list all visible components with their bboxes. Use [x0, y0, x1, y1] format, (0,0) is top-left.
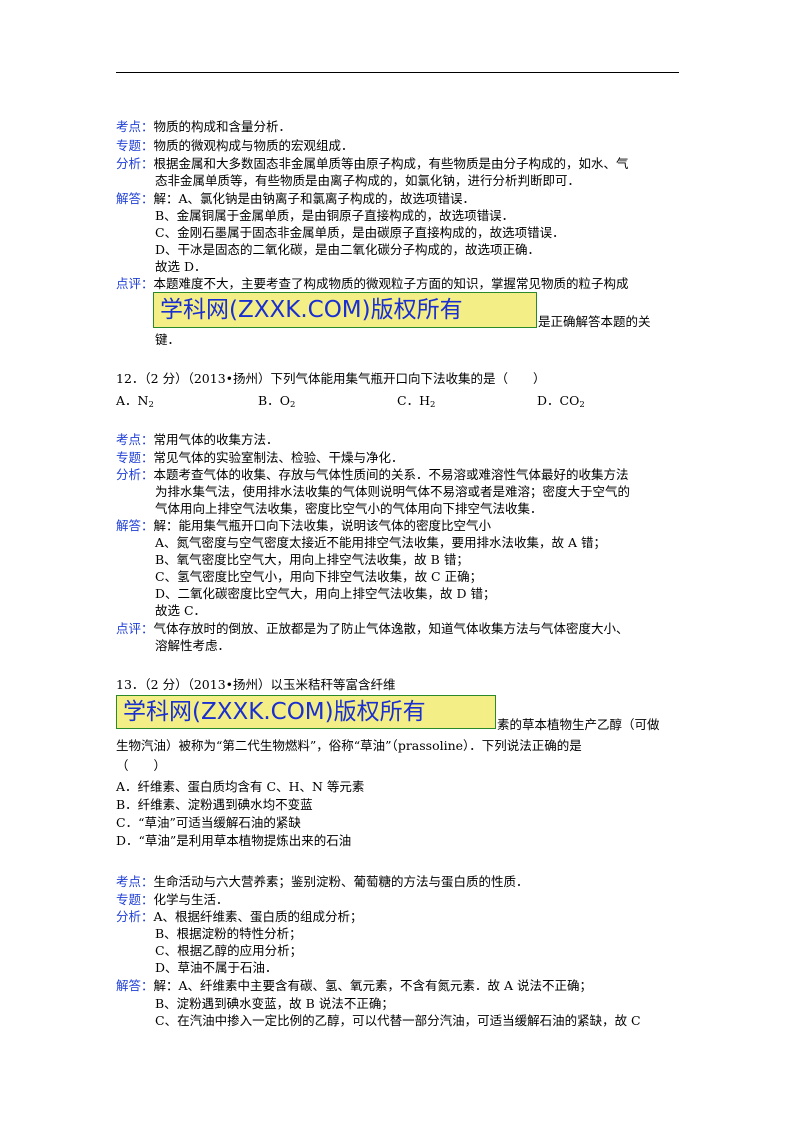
q13-jieda-line: 解答：解：A、纤维素中主要含有碳、氢、氧元素，不含有氮元素．故 A 说法不正确； — [116, 978, 593, 993]
q11-jieda-line: D、干冰是固态的二氧化碳，是由二氧化碳分子构成的，故选项正确． — [155, 242, 541, 257]
q13-stem-line: 13．（2 分）（2013•扬州）以玉米秸秆等富含纤维 — [116, 677, 396, 692]
q13-fenxi-line: 分析：A、根据纤维素、蛋白质的组成分析； — [116, 909, 363, 924]
q12-option-d: D．CO2 — [537, 393, 585, 410]
q12-dianping-line: 溶解性考虑． — [155, 638, 231, 653]
q11-jieda-line: C、金刚石墨属于固态非金属单质，是由碳原子直接构成的，故选项错误． — [155, 225, 565, 240]
q12-stem: 12．（2 分）（2013•扬州）下列气体能用集气瓶开口向下法收集的是（ ） — [116, 371, 546, 386]
q12-fenxi-line: 气体用向上排空气法收集，密度比空气小的气体用向下排空气法收集． — [155, 501, 543, 516]
q12-jieda-line: 解答：解：能用集气瓶开口向下法收集，说明该气体的密度比空气小 — [116, 518, 492, 533]
q13-option-d: D．“草油”是利用草本植物提炼出来的石油 — [116, 833, 352, 848]
q13-option-b: B．纤维素、淀粉遇到碘水均不变蓝 — [116, 797, 313, 812]
q13-option-a: A．纤维素、蛋白质均含有 C、H、N 等元素 — [116, 779, 365, 794]
q13-fenxi-line: B、根据淀粉的特性分析； — [155, 926, 302, 941]
q12-zhuanti-line: 专题：常见气体的实验室制法、检验、干燥与净化． — [116, 450, 404, 465]
q13-fenxi-line: D、草油不属于石油． — [155, 960, 278, 975]
watermark-banner: 学科网(ZXXK.COM)版权所有 — [153, 292, 537, 328]
q11-jieda-line: 解答：解：A、氯化钠是由钠离子和氯离子构成的，故选项错误． — [116, 191, 476, 206]
q13-jieda-line: B、淀粉遇到碘水变蓝，故 B 说法不正确； — [155, 996, 394, 1011]
q12-option-b: B．O2 — [258, 393, 296, 410]
q12-jieda-line: A、氮气密度与空气密度太接近不能用排空气法收集，要用排水法收集，故 A 错； — [155, 535, 607, 550]
q11-fenxi-line: 态非金属单质等，有些物质是由离子构成的，如氯化钠，进行分析判断即可． — [155, 173, 581, 188]
q13-jieda-line: C、在汽油中掺入一定比例的乙醇，可以代替一部分汽油，可适当缓解石油的紧缺，故 C — [155, 1013, 641, 1028]
q12-dianping-line: 点评：气体存放时的倒放、正放都是为了防止气体逸散，知道气体收集方法与气体密度大小… — [116, 621, 629, 636]
q11-dianping-line: 键． — [155, 332, 181, 347]
label-fenxi: 分析： — [116, 156, 154, 171]
q13-stem-line: 生物汽油）被称为“第二代生物燃料”，俗称“草油”（prassoline）．下列说… — [116, 738, 582, 753]
q13-stem-line: 素的草本植物生产乙醇（可做 — [497, 717, 660, 732]
label-zhuanti: 专题： — [116, 138, 154, 153]
q13-fenxi-line: C、根据乙醇的应用分析； — [155, 943, 303, 958]
q12-fenxi-line: 分析：本题考查气体的收集、存放与气体性质间的关系．不易溶或难溶性气体最好的收集方… — [116, 467, 629, 482]
q13-kaodian-line: 考点：生命活动与六大营养素；鉴别淀粉、葡萄糖的方法与蛋白质的性质． — [116, 874, 529, 889]
q11-jieda-line: B、金属铜属于金属单质，是由铜原子直接构成的，故选项错误． — [155, 208, 515, 223]
q12-jieda-line: B、氧气密度比空气大，用向上排空气法收集，故 B 错； — [155, 552, 469, 567]
label-dianping: 点评： — [116, 276, 154, 291]
q11-zhuanti-line: 专题：物质的微观构成与物质的宏观组成． — [116, 138, 354, 153]
q12-option-a: A．N2 — [116, 393, 154, 410]
q12-jieda-line: C、氢气密度比空气小，用向下排空气法收集，故 C 正确； — [155, 569, 483, 584]
label-jieda: 解答： — [116, 191, 154, 206]
q11-jieda-line: 故选 D． — [155, 259, 207, 274]
q11-dianping-line: 是正确解答本题的关 — [538, 314, 651, 329]
q12-kaodian-line: 考点：常用气体的收集方法． — [116, 432, 279, 447]
q12-jieda-line: D、二氧化碳密度比空气大，用向上排空气法收集，故 D 错； — [155, 586, 496, 601]
q11-dianping-line: 点评：本题难度不大，主要考查了构成物质的微观粒子方面的知识，掌握常见物质的粒子构… — [116, 276, 629, 291]
q13-option-c: C．“草油”可适当缓解石油的紧缺 — [116, 815, 301, 830]
q13-stem-line: （ ） — [116, 758, 167, 773]
q11-fenxi-line: 分析：根据金属和大多数固态非金属单质等由原子构成，有些物质是由分子构成的，如水、… — [116, 156, 629, 171]
top-rule — [116, 72, 679, 73]
q12-fenxi-line: 为排水集气法，使用排水法收集的气体则说明气体不易溶或者是难溶；密度大于空气的 — [155, 484, 631, 499]
q12-jieda-line: 故选 C． — [155, 603, 207, 618]
q13-zhuanti-line: 专题：化学与生活． — [116, 892, 229, 907]
q11-kaodian-line: 考点：物质的构成和含量分析． — [116, 119, 292, 134]
watermark-banner: 学科网(ZXXK.COM)版权所有 — [116, 695, 496, 729]
q12-option-c: C．H2 — [397, 393, 436, 410]
label-kaodian: 考点： — [116, 119, 154, 134]
